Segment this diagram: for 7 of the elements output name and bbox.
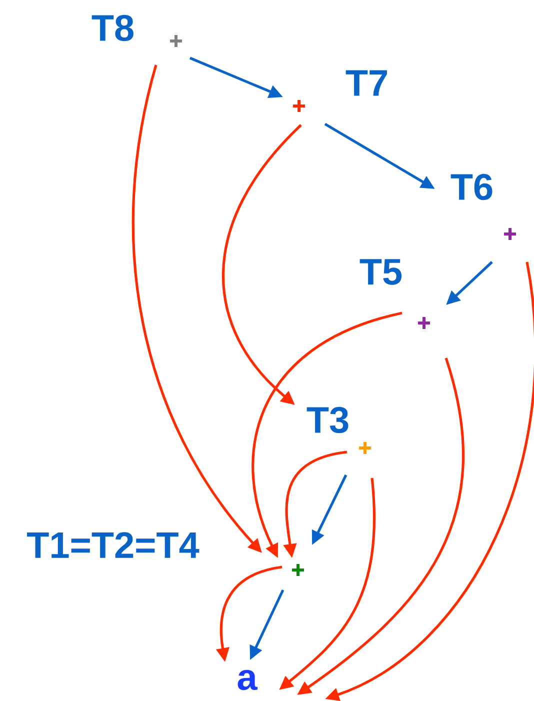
node-label: T6: [450, 174, 492, 200]
node-label: T7: [346, 70, 387, 96]
node-label: T5: [360, 259, 402, 285]
node-label: T3: [306, 406, 348, 434]
node-label: T1=T2=T4: [27, 532, 200, 558]
node-label: T8: [92, 14, 134, 42]
node-label: a: [238, 670, 258, 690]
